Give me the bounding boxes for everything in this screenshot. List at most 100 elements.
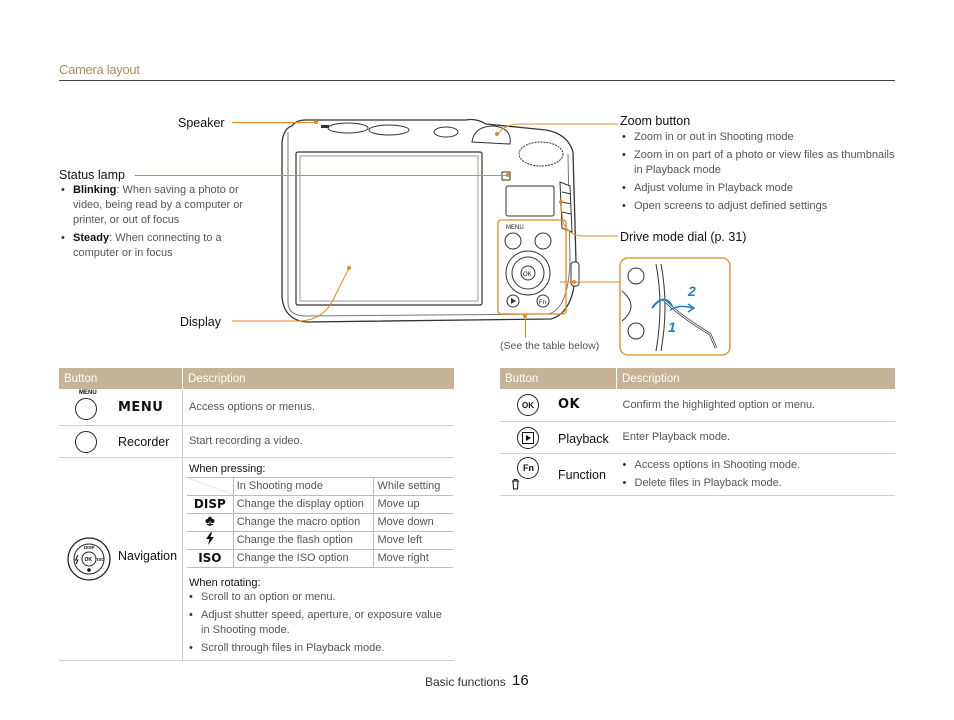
drive-mode-label: Drive mode dial (p. 31) [620, 230, 747, 244]
zoom-button-callout: Zoom button Zoom in or out in Shooting m… [620, 114, 895, 217]
table-header-description: Description [616, 368, 895, 389]
ok-button-cell: OK OK [500, 389, 617, 422]
left-button-table: Button Description MENU MENU Access opti… [59, 368, 454, 661]
camera-illustration: MENU OK Fn [281, 118, 580, 323]
function-description: Access options in Shooting mode. Delete … [616, 453, 895, 496]
table-row: OK OK Confirm the highlighted option or … [500, 389, 895, 422]
rotating-heading: When rotating: [189, 576, 261, 589]
table-row: MENU MENU Access options or menus. [59, 389, 454, 426]
pressing-heading: When pressing: [189, 462, 266, 475]
recorder-button-cell: Recorder [59, 425, 183, 458]
camera-ok-text: OK [523, 272, 532, 278]
speaker-leader [232, 122, 316, 123]
pressing-header-row: In Shooting mode While setting [187, 477, 453, 496]
page-number: 16 [512, 672, 529, 689]
display-leader [232, 266, 351, 322]
nav-iso-text: ISO [97, 557, 105, 562]
pressing-row: ISO Change the ISO option Move right [187, 549, 453, 568]
playback-icon [522, 431, 534, 444]
table-note: (See the table below) [500, 340, 600, 352]
footer-section: Basic functions [425, 675, 506, 689]
fn-icon-text: Fn [523, 462, 534, 473]
table-row: Recorder Start recording a video. [59, 425, 454, 458]
ok-icon-text: OK [522, 401, 534, 410]
menu-icon-text: MENU [79, 390, 97, 396]
status-lamp-leader-dot [506, 173, 510, 177]
speaker-leader-dot [314, 120, 318, 124]
zoom-button-title: Zoom button [620, 114, 691, 128]
pressing-header-shooting: In Shooting mode [232, 477, 375, 496]
table-header-button: Button [59, 368, 183, 389]
nav-ok-text: OK [85, 557, 93, 563]
table-note-leader-dot [523, 314, 527, 318]
strap-step-2: 2 [687, 283, 696, 299]
list-item: Adjust shutter speed, aperture, or expos… [187, 608, 453, 638]
table-header-button: Button [500, 368, 617, 389]
pressing-row: DISP Change the display option Move up [187, 495, 453, 514]
pressing-row: Change the flash option Move left [187, 531, 453, 550]
header-rule [59, 80, 895, 81]
navigation-description: When pressing: In Shooting mode While se… [182, 457, 454, 661]
right-button-table: Button Description OK OK Confirm the hig… [500, 368, 895, 496]
list-item: Open screens to adjust defined settings [620, 199, 895, 214]
playback-button-cell: Playback [500, 421, 617, 454]
ok-button-icon [517, 394, 539, 416]
table-header-row: Button Description [500, 368, 895, 389]
table-header-description: Description [182, 368, 454, 389]
table-header-row: Button Description [59, 368, 454, 389]
camera-fn-text: Fn [539, 300, 546, 306]
list-item: Blinking: When saving a photo or video, … [59, 183, 249, 228]
zoom-leader [495, 123, 618, 136]
recorder-description: Start recording a video. [182, 425, 454, 458]
flash-icon [187, 531, 234, 550]
function-button-label: Function [558, 467, 606, 482]
pressing-header-setting: While setting [373, 477, 453, 496]
macro-flower-icon [187, 513, 234, 532]
speaker-label: Speaker [178, 116, 225, 130]
pressing-row: Change the macro option Move down [187, 513, 453, 532]
section-title: Camera layout [59, 62, 140, 77]
menu-button-cell: MENU MENU [59, 389, 183, 426]
camera-menu-text: MENU [506, 225, 524, 231]
navigation-button-label: Navigation [118, 548, 178, 563]
list-item: Scroll through files in Playback mode. [187, 641, 453, 656]
nav-disp-text: DISP [84, 545, 95, 550]
navigation-button-cell: OK DISP ISO Navigation [59, 457, 183, 661]
pressing-shooting: Change the ISO option [232, 549, 375, 568]
pressing-table: In Shooting mode While setting DISP Chan… [187, 476, 453, 568]
zoom-button-list: Zoom in or out in Shooting mode Zoom in … [620, 130, 895, 214]
strap-step-1: 1 [668, 319, 676, 335]
pressing-setting: Move up [373, 495, 453, 514]
function-button-cell: Fn Function [500, 453, 617, 496]
list-item: Zoom in on part of a photo or view files… [620, 148, 895, 178]
list-item: Delete files in Playback mode. [621, 476, 895, 491]
strap-inset: 2 1 [560, 257, 731, 356]
pressing-setting: Move left [373, 531, 453, 550]
pressing-shooting: Change the flash option [232, 531, 375, 550]
pressing-shooting: Change the display option [232, 495, 375, 514]
trash-icon [512, 478, 519, 489]
playback-button-label: Playback [558, 431, 609, 446]
status-lamp-list: Blinking: When saving a photo or video, … [59, 183, 249, 261]
playback-description: Enter Playback mode. [616, 421, 895, 454]
recorder-button-icon [75, 430, 97, 453]
table-row: Playback Enter Playback mode. [500, 421, 895, 454]
table-row: OK DISP ISO Navigation When pressing: In… [59, 457, 454, 661]
list-item: Zoom in or out in Shooting mode [620, 130, 895, 145]
table-note-leader [525, 318, 526, 338]
function-button-icon [517, 456, 539, 479]
ok-button-label: OK [558, 397, 581, 412]
list-item: Steady: When connecting to a computer or… [59, 231, 249, 261]
recorder-button-label: Recorder [118, 434, 170, 449]
list-item: Scroll to an option or menu. [187, 590, 453, 605]
function-list: Access options in Shooting mode. Delete … [621, 458, 895, 491]
disp-icon: DISP [187, 495, 234, 514]
drive-mode-leader [559, 200, 618, 237]
ok-description: Confirm the highlighted option or menu. [616, 389, 895, 422]
display-label: Display [180, 315, 221, 329]
menu-button-icon [75, 398, 97, 420]
status-lamp-title: Status lamp [59, 168, 126, 182]
navigation-dial-icon: OK DISP ISO [67, 536, 111, 581]
menu-description: Access options or menus. [182, 389, 454, 426]
menu-button-label: MENU [118, 400, 164, 415]
